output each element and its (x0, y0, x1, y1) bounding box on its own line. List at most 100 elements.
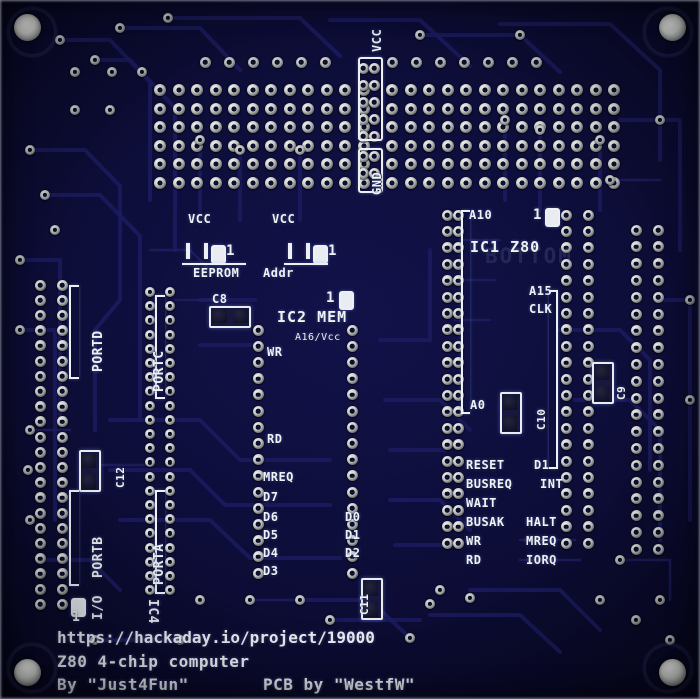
solder-pad (404, 121, 417, 133)
signal-int: INT (540, 477, 564, 491)
bottom-side-watermark: BOTTOM (485, 244, 573, 268)
solder-pad (302, 121, 314, 133)
solder-pad (228, 158, 240, 170)
solder-pad (478, 139, 491, 152)
solder-pad (441, 439, 453, 451)
project-title: Z80 4-chip computer (57, 652, 250, 671)
solder-pad (368, 96, 380, 108)
solder-pad (265, 84, 277, 96)
eeprom-vcc-label: VCC (188, 212, 212, 226)
solder-pad (404, 176, 417, 189)
signal-d1-bus: D1 (345, 528, 361, 542)
solder-pad (441, 139, 454, 152)
vcc-rail-outline (358, 57, 383, 141)
solder-pad (441, 84, 454, 96)
solder-pad (357, 130, 369, 142)
solder-pad (404, 84, 417, 96)
solder-pad (191, 84, 203, 96)
solder-pad (441, 471, 453, 483)
portb-label: PORTB (91, 536, 106, 578)
solder-pad (441, 242, 453, 254)
solder-pad (346, 454, 358, 466)
signal-iorq: IORQ (526, 553, 557, 567)
solder-pad (452, 275, 464, 287)
credits-pcb: PCB by "WestfW" (263, 675, 415, 694)
solder-pad (346, 470, 358, 482)
portd-label: PORTD (91, 330, 106, 372)
solder-pad (452, 471, 464, 483)
solder-pad (630, 308, 642, 320)
solder-pad (283, 121, 296, 133)
solder-pad (252, 405, 264, 417)
solder-pad (452, 537, 464, 549)
solder-pad (346, 324, 358, 336)
solder-pad (582, 307, 594, 319)
solder-pad (630, 543, 642, 555)
solder-pad (560, 471, 572, 483)
addr-pin1-pad (313, 245, 328, 264)
solder-pad (145, 386, 155, 397)
solder-pad (441, 275, 453, 287)
solder-pad (560, 209, 572, 221)
solder-pad (423, 158, 435, 170)
signal-d3: D3 (263, 564, 279, 578)
solder-pad (252, 356, 264, 368)
solder-pad (441, 307, 453, 319)
solder-pad (252, 567, 264, 579)
solder-pad (478, 121, 491, 133)
solder-pad (478, 102, 491, 115)
signal-mem-rd: RD (267, 432, 283, 446)
solder-pad (165, 372, 175, 383)
solder-pad (571, 176, 583, 189)
solder-pad (441, 158, 454, 170)
solder-pad (441, 373, 453, 385)
solder-pad (145, 585, 155, 596)
solder-pad (346, 405, 358, 417)
signal-d4: D4 (263, 546, 279, 560)
solder-pad (346, 373, 358, 385)
solder-pad (386, 139, 398, 152)
gnd-rail-label: GND (370, 171, 384, 195)
addr-underline (284, 263, 328, 265)
solder-pad (145, 301, 155, 312)
solder-pad (195, 595, 205, 605)
eeprom-jumper-mark-b (204, 243, 208, 259)
solder-pad (386, 158, 398, 170)
capacitor-c12 (79, 450, 101, 492)
c9-ref-label: C9 (615, 385, 628, 400)
signal-d0: D0 (345, 510, 361, 524)
mounting-hole-top-left (14, 14, 41, 41)
portb-bracket (69, 490, 79, 586)
solder-pad (357, 167, 369, 179)
signal-a16vcc: A16/Vcc (295, 332, 341, 343)
label-a15: A15 (529, 284, 553, 298)
solder-pad (319, 56, 331, 68)
solder-pad (357, 96, 369, 108)
solder-pad (339, 158, 351, 170)
signal-reset: RESET (466, 458, 505, 472)
solder-pad (652, 274, 664, 286)
solder-pad (145, 329, 155, 340)
solder-pad (452, 389, 464, 401)
solder-pad (165, 358, 175, 368)
solder-pad (425, 599, 435, 609)
solder-pad (283, 84, 296, 96)
solder-pad (460, 176, 472, 189)
solder-pad (56, 431, 68, 443)
solder-pad (478, 84, 491, 96)
solder-pad (386, 84, 398, 96)
solder-pad (246, 176, 259, 189)
solder-pad (320, 121, 333, 133)
solder-pad (346, 486, 358, 498)
capacitor-c9 (592, 362, 614, 404)
solder-pad (34, 598, 46, 610)
solder-pad (145, 372, 155, 383)
solder-pad (56, 507, 68, 519)
c11-ref-label: C11 (358, 593, 371, 615)
eeprom-jumper-label: EEPROM (193, 266, 240, 280)
solder-pad (423, 102, 435, 115)
c10-ref-label: C10 (535, 408, 548, 430)
solder-pad (209, 84, 222, 96)
solder-pad (357, 113, 369, 125)
solder-pad (404, 158, 417, 170)
